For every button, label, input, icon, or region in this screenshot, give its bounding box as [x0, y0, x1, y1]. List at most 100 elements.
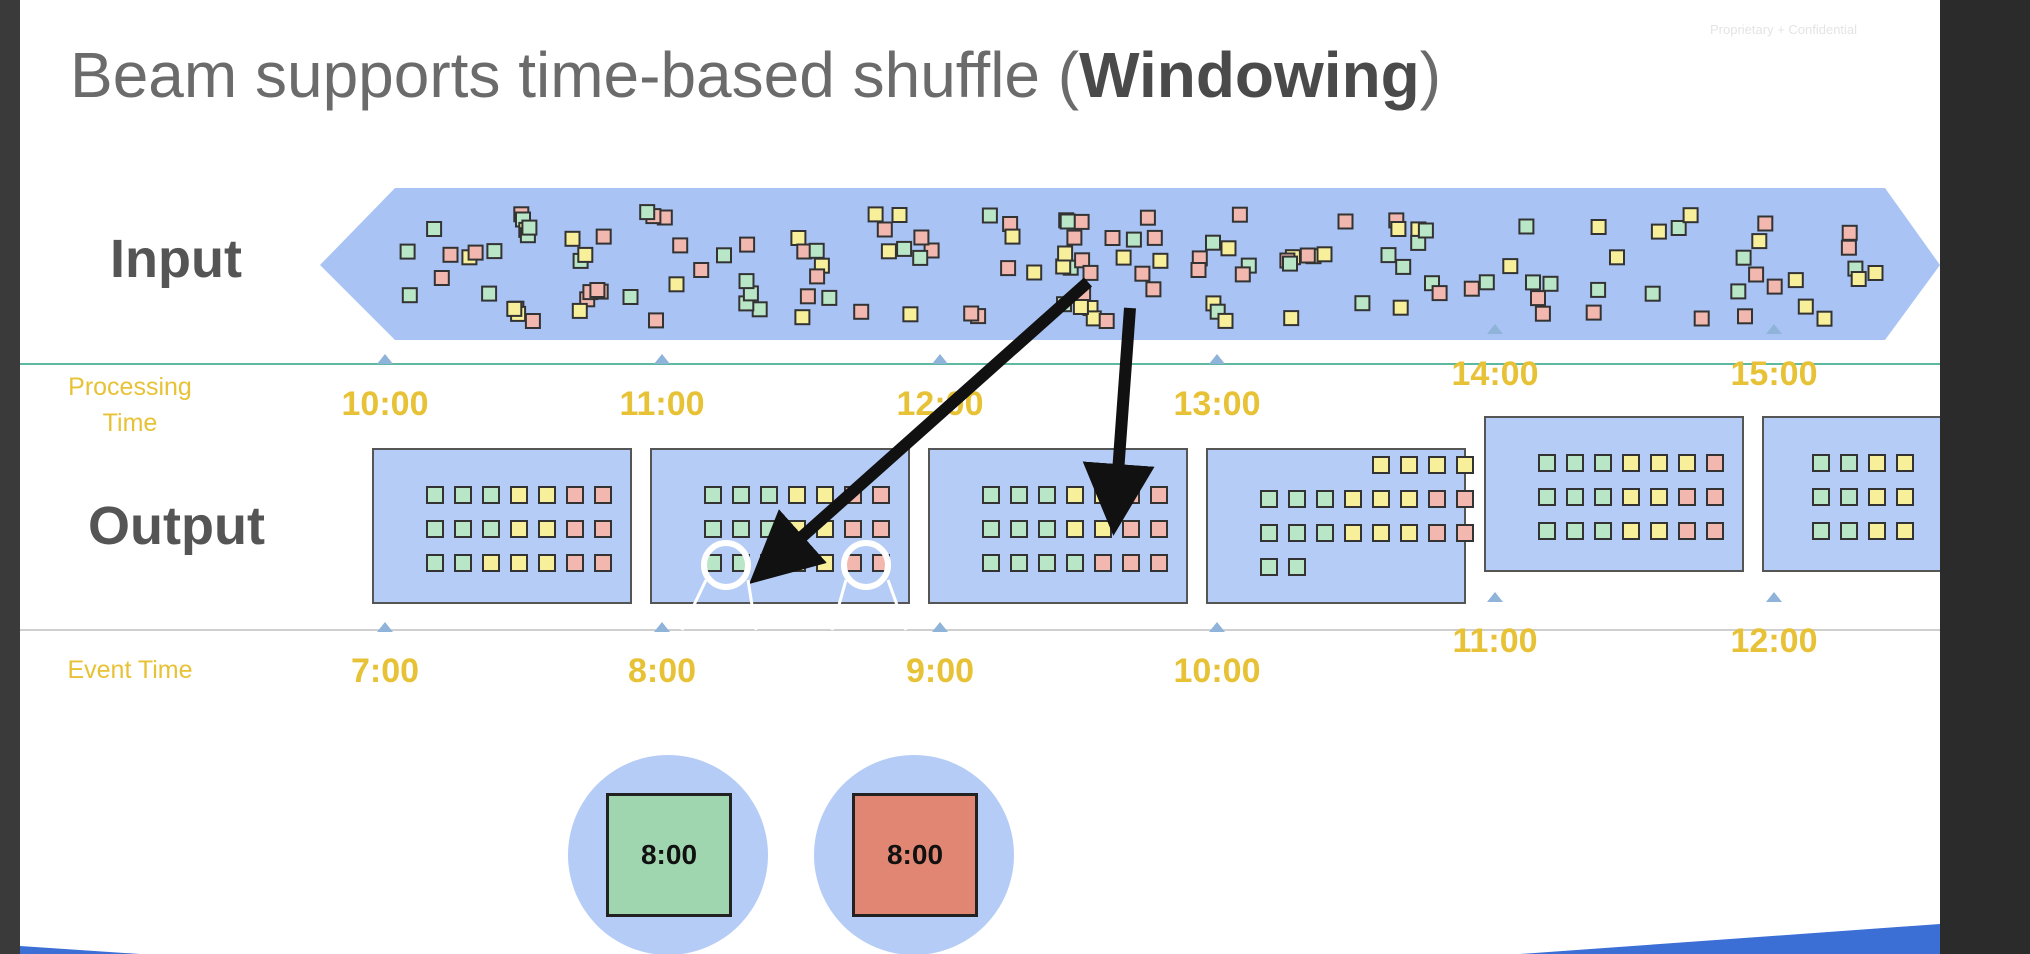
input-element [1644, 285, 1661, 302]
input-element [880, 243, 897, 260]
tick-marker [654, 354, 670, 364]
tick-marker [654, 622, 670, 632]
input-element [1735, 249, 1752, 266]
output-element [482, 486, 500, 504]
output-element [566, 554, 584, 572]
processing-tick: 15:00 [1730, 355, 1818, 393]
input-element [1231, 206, 1248, 223]
event-tick: 7:00 [350, 652, 420, 690]
input-element [794, 309, 811, 326]
input-element [1066, 229, 1083, 246]
input-element [1867, 265, 1884, 281]
output-element [1678, 522, 1696, 540]
output-element [1868, 488, 1886, 506]
input-element [648, 312, 664, 329]
input-element [577, 246, 594, 263]
input-element [1146, 229, 1163, 246]
input-element [790, 230, 807, 246]
output-element [538, 554, 556, 572]
output-element [1868, 522, 1886, 540]
input-element [1057, 245, 1074, 262]
input-element [1518, 218, 1535, 235]
input-element [1840, 239, 1857, 256]
input-element [524, 313, 541, 329]
input-element [809, 268, 826, 285]
input-element [668, 276, 685, 293]
output-window [1762, 416, 1940, 572]
input-element [693, 262, 710, 278]
input-element [1751, 233, 1768, 250]
event-tick: 11:00 [1452, 622, 1538, 660]
input-element [1693, 310, 1710, 327]
input-element [1525, 274, 1541, 291]
output-element [1650, 454, 1668, 472]
output-element [1400, 524, 1418, 542]
bottom-accent [20, 924, 1940, 954]
output-element [1428, 524, 1446, 542]
output-element [1428, 456, 1446, 474]
output-element [1010, 554, 1028, 572]
output-element [760, 520, 778, 538]
output-element [732, 554, 750, 572]
input-element [1841, 224, 1858, 241]
tick-marker [377, 622, 393, 632]
input-element [1590, 219, 1607, 235]
output-element [454, 520, 472, 538]
processing-time-label: Processing Time [60, 369, 200, 441]
output-element [1868, 454, 1886, 472]
input-element [589, 282, 606, 298]
output-element [1678, 454, 1696, 472]
input-element [1316, 246, 1333, 263]
output-element [426, 486, 444, 504]
input-element [1234, 266, 1251, 283]
output-window [650, 448, 910, 604]
legend-element: 8:00 [852, 793, 978, 917]
input-element [1534, 305, 1551, 322]
input-element [1220, 240, 1237, 257]
output-element [1706, 522, 1724, 540]
tick-marker [1766, 592, 1782, 602]
output-element [510, 554, 528, 572]
output-element [872, 486, 890, 504]
output-element [1010, 486, 1028, 504]
output-label: Output [88, 496, 265, 556]
input-element [1000, 260, 1017, 277]
input-element [1073, 213, 1090, 230]
input-element [716, 247, 732, 264]
output-element [1010, 520, 1028, 538]
output-element [454, 554, 472, 572]
input-element [891, 207, 908, 223]
output-element [816, 520, 834, 538]
output-window [1484, 416, 1744, 572]
output-element [1344, 490, 1362, 508]
output-element [482, 520, 500, 538]
input-element [401, 287, 418, 304]
output-element [1566, 522, 1584, 540]
output-element [704, 554, 722, 572]
output-element [594, 520, 612, 538]
output-element [732, 520, 750, 538]
output-element [1812, 522, 1830, 540]
input-element [1609, 249, 1625, 266]
input-element [1766, 278, 1783, 295]
legend-circle: 8:00 [814, 755, 1014, 954]
input-element [571, 302, 588, 319]
input-element [751, 301, 768, 318]
output-element [1260, 490, 1278, 508]
tick-marker [377, 354, 393, 364]
input-element [1417, 222, 1434, 239]
input-element [1850, 271, 1867, 287]
input-element [1134, 265, 1151, 282]
output-element [1288, 490, 1306, 508]
input-element [1072, 299, 1089, 315]
input-element [1217, 312, 1234, 329]
input-element [1283, 310, 1300, 327]
output-element [1538, 522, 1556, 540]
input-element [1650, 223, 1667, 240]
input-element [799, 288, 816, 305]
output-element [844, 520, 862, 538]
input-element [486, 243, 503, 260]
input-element [1337, 213, 1354, 230]
input-element [1056, 296, 1072, 313]
input-element [1502, 258, 1519, 275]
